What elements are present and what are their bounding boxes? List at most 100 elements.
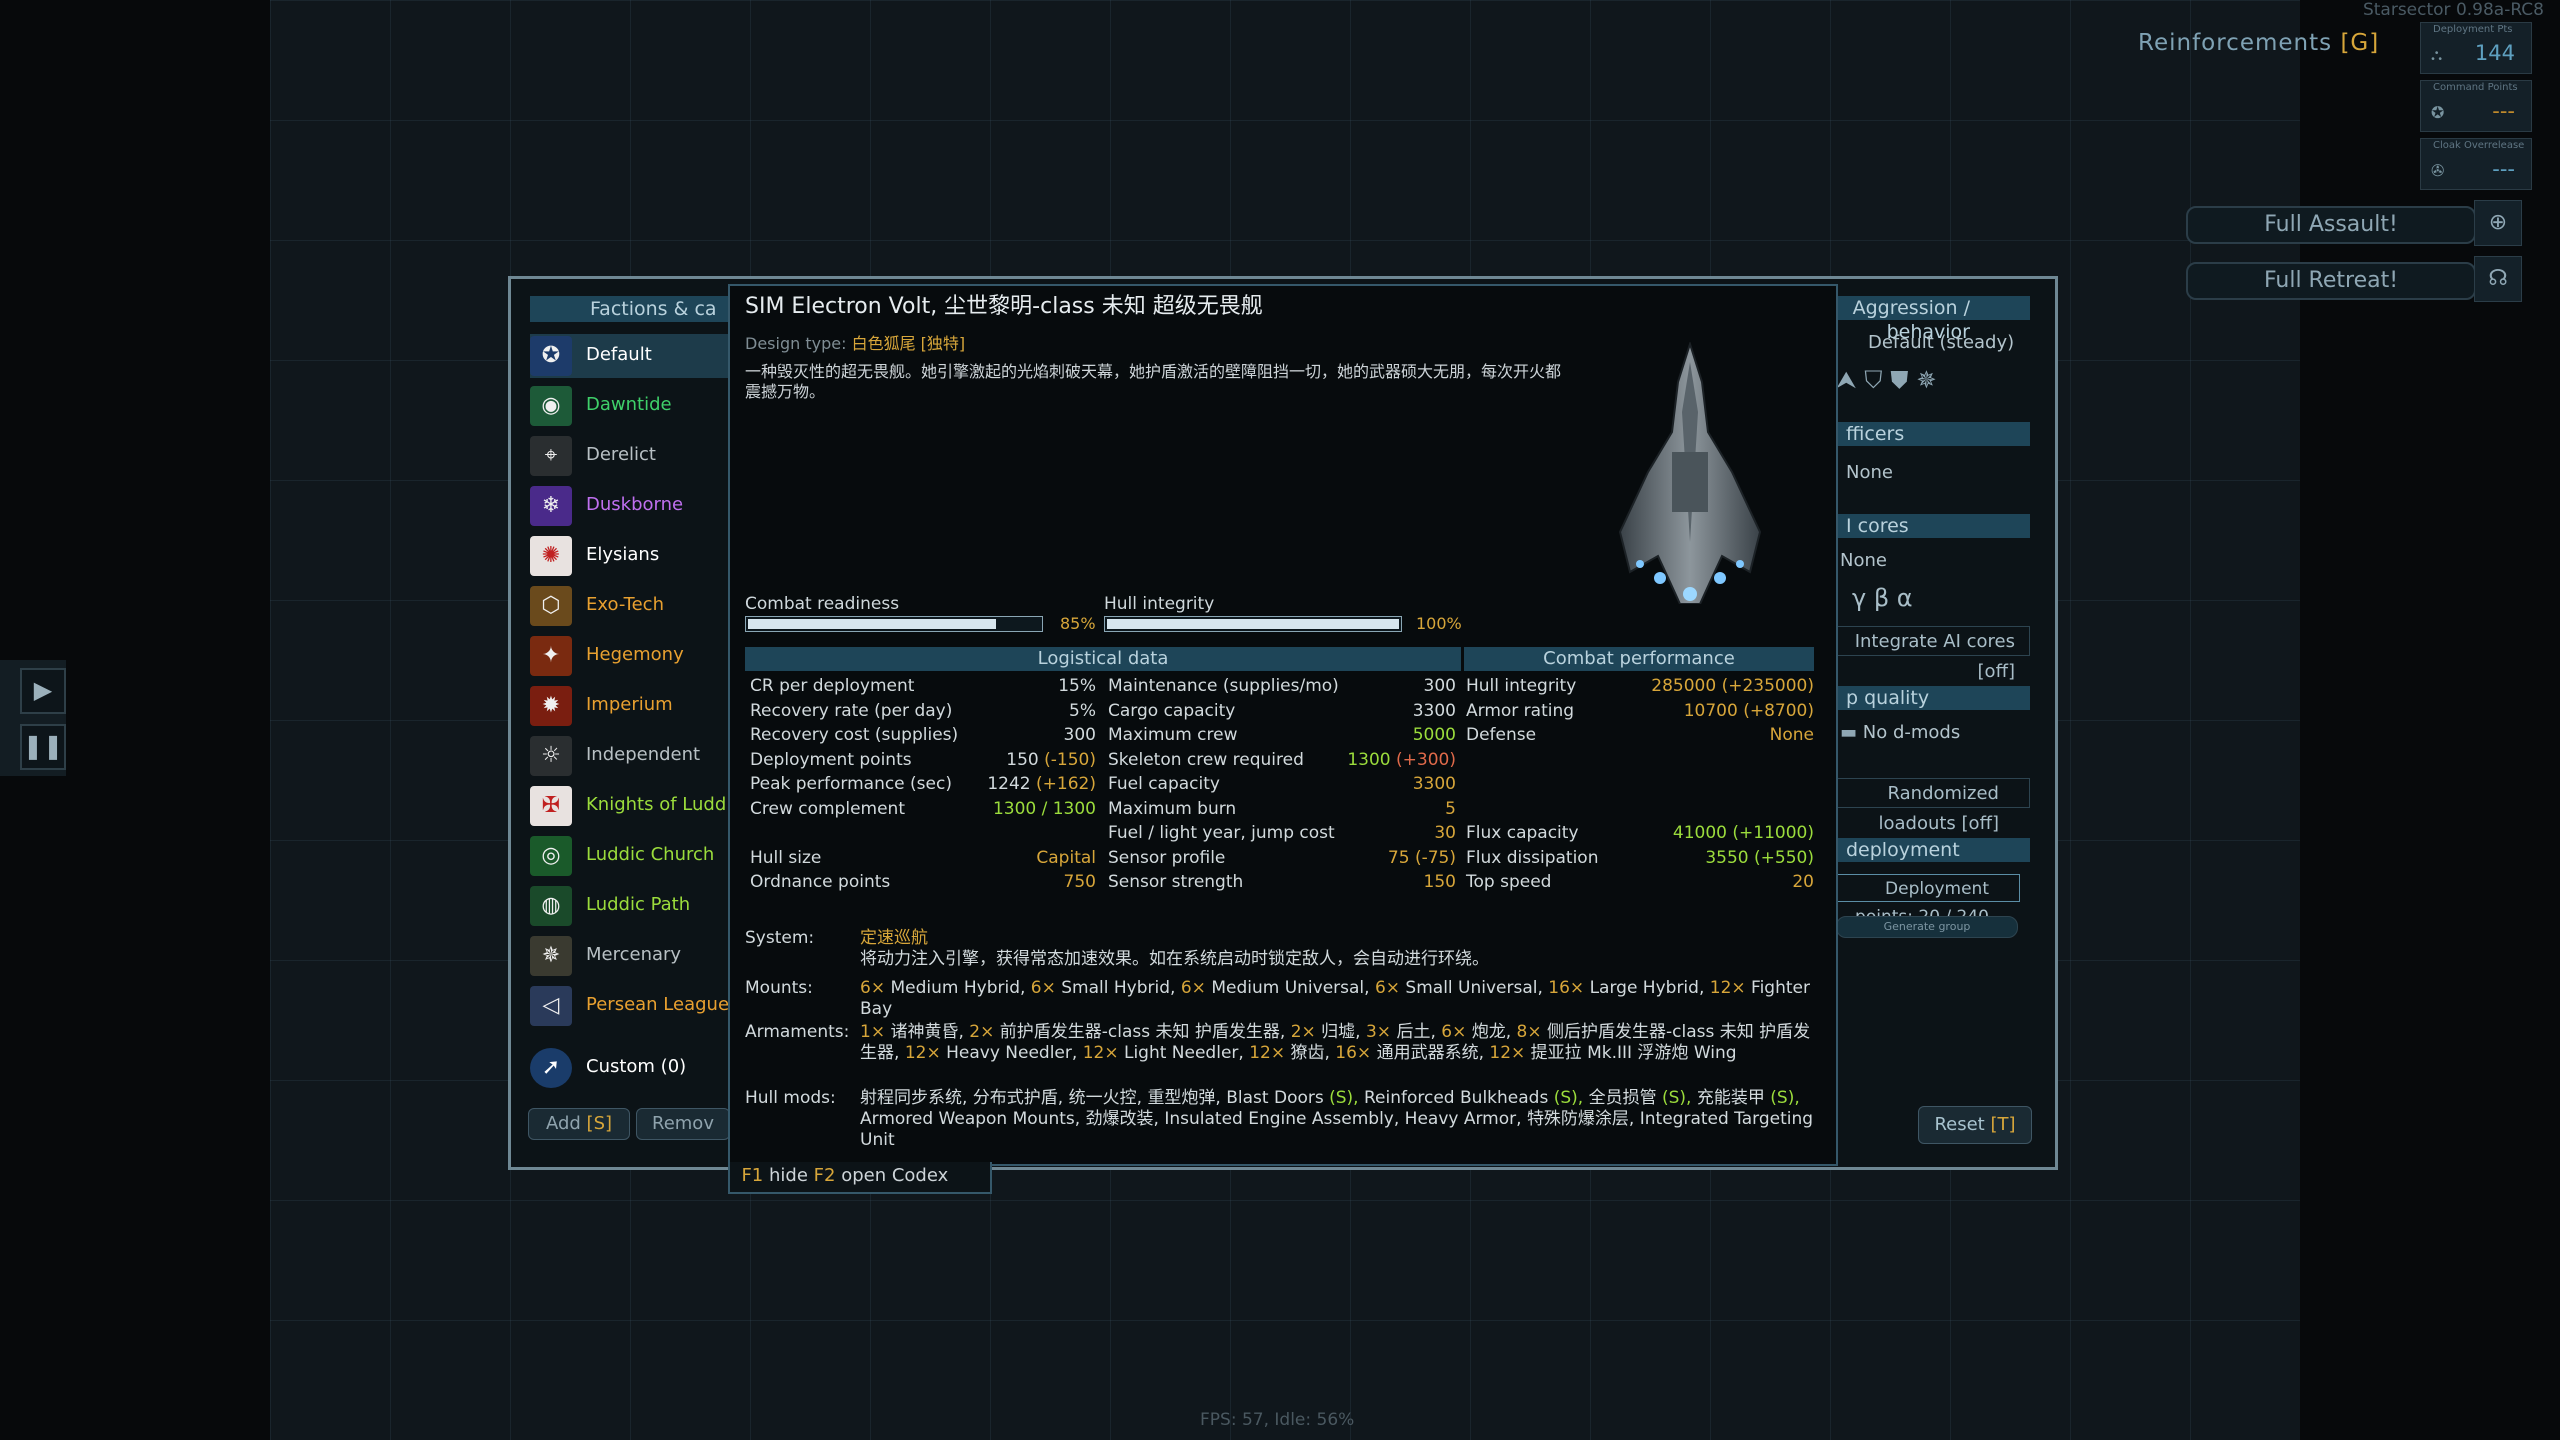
ship-tooltip xyxy=(728,284,1838,1166)
faction-custom[interactable]: ➚ Custom (0) xyxy=(530,1046,730,1090)
hullmods-text: 射程同步系统, 分布式护盾, 统一火控, 重型炮弹, Blast Doors (… xyxy=(860,1088,1814,1150)
hull-icon: ▬ xyxy=(1840,722,1858,743)
armaments-text: 1× 诸神黄昏, 2× 前护盾发生器-class 未知 护盾发生器, 2× 归墟… xyxy=(860,1022,1811,1063)
hull-integrity-bar xyxy=(1104,616,1402,632)
add-button[interactable]: Add [S] xyxy=(528,1108,630,1140)
full-assault-button[interactable]: Full Assault! xyxy=(2186,206,2476,244)
integrate-ai-toggle[interactable]: Integrate AI cores [off] xyxy=(1836,626,2030,682)
ai-cores-header: I cores xyxy=(1836,514,2030,538)
stat-value: 10700 (+8700) xyxy=(1683,700,1814,721)
stat-label: Hull size xyxy=(750,847,822,868)
faction-item[interactable]: ✠ Knights of Ludd xyxy=(530,784,730,828)
fleet-icon: ⛬ xyxy=(2431,45,2443,64)
aggression-value[interactable]: Default (steady) xyxy=(1868,332,2015,353)
shield-icon[interactable]: ⛉ xyxy=(1864,366,1891,394)
remove-button[interactable]: Remov xyxy=(636,1108,730,1140)
stat-label: Cargo capacity xyxy=(1108,700,1236,721)
faction-name: Dawntide xyxy=(586,394,672,415)
ship-description: 一种毁灭性的超无畏舰。她引擎激起的光焰刺破天幕，她护盾激活的壁障阻挡一切，她的武… xyxy=(745,362,1562,401)
compass-icon: ✵ xyxy=(530,936,572,976)
stat-label: CR per deployment xyxy=(750,676,915,696)
cross-icon: ✠ xyxy=(530,786,572,826)
pause-icon[interactable]: ❚❚ xyxy=(20,724,66,770)
deployment-points-field[interactable]: Deployment points: 20 / 240 xyxy=(1836,874,2020,927)
berserk-icon[interactable]: ✵ xyxy=(1916,366,1945,394)
stat-value: 1300 / 1300 xyxy=(992,798,1096,819)
assault-formation-icon[interactable]: ⊕ xyxy=(2474,200,2522,246)
path-icon: ◍ xyxy=(530,886,572,926)
faction-name: Imperium xyxy=(586,694,673,715)
randomized-loadouts-toggle[interactable]: Randomized loadouts [off] xyxy=(1836,778,2030,834)
stat-value: 15% xyxy=(1058,676,1096,696)
stat-label: Ordnance points xyxy=(750,872,891,892)
faction-name: Elysians xyxy=(586,544,660,565)
phoenix-icon: ✹ xyxy=(530,686,572,726)
faction-item[interactable]: ✪Default xyxy=(530,334,730,378)
stat-label: Defense xyxy=(1466,725,1537,745)
faction-item[interactable]: ◍Luddic Path xyxy=(530,884,730,928)
system-text: 定速巡航 将动力注入引擎，获得常态加速效果。如在系统启动时锁定敌人，会自动进行环… xyxy=(860,928,1489,969)
stat-label: Flux dissipation xyxy=(1466,847,1599,868)
faction-name: Exo-Tech xyxy=(586,594,664,615)
faction-item[interactable]: ✹ Imperium xyxy=(530,684,730,728)
stat-value: 30 xyxy=(1434,823,1456,843)
retreat-headset-icon[interactable]: ☊ xyxy=(2474,256,2522,302)
faction-item[interactable]: ✺Elysians xyxy=(530,534,730,578)
stat-label: Fuel / light year, jump cost xyxy=(1108,823,1335,843)
stat-value: 75 (-75) xyxy=(1387,847,1456,868)
stat-label: Recovery rate (per day) xyxy=(750,700,953,721)
faction-item[interactable]: ❄Duskborne xyxy=(530,484,730,528)
command-star-icon: ✪ xyxy=(2431,103,2445,122)
ring-icon: ☼ xyxy=(530,736,572,776)
faction-name: Independent xyxy=(586,744,701,765)
shield-solid-icon[interactable]: ⛊ xyxy=(1890,366,1917,394)
stat-value: 5000 xyxy=(1412,725,1456,745)
deployment-header: deployment xyxy=(1836,838,2030,862)
stat-value: 41000 (+11000) xyxy=(1672,823,1814,843)
faction-name: Knights of Ludd xyxy=(586,794,727,815)
officers-value[interactable]: None xyxy=(1846,462,1893,483)
faction-item[interactable]: ✦Hegemony xyxy=(530,634,730,678)
crosshair-icon: ⌖ xyxy=(530,436,572,476)
stat-label: Top speed xyxy=(1466,872,1552,892)
stat-label: Skeleton crew required xyxy=(1108,749,1304,770)
ai-core-selector[interactable]: γ β α xyxy=(1852,584,1913,612)
quality-header: p quality xyxy=(1836,686,2030,710)
quality-value[interactable]: ▬ No d-mods xyxy=(1840,722,1961,743)
combat-readiness-pct: 85% xyxy=(1060,614,1096,633)
faction-item[interactable]: ◁ Persean League xyxy=(530,984,730,1028)
factions-header: Factions & ca xyxy=(530,296,730,322)
reinforcements-label[interactable]: Reinforcements [G] xyxy=(2138,30,2380,56)
hullmods-label: Hull mods: xyxy=(745,1088,836,1108)
faction-item[interactable]: ⌖Derelict xyxy=(530,434,730,478)
snowflake-icon: ❄ xyxy=(530,486,572,526)
stat-label: Fuel capacity xyxy=(1108,774,1220,794)
globe-icon: ◉ xyxy=(530,386,572,426)
wing-icon: ◁ xyxy=(530,986,572,1026)
cloak-box: Cloak Overrelease ✇ --- xyxy=(2420,138,2532,190)
stat-value: 1300 (+300) xyxy=(1347,749,1456,770)
generate-group-button[interactable]: Generate group xyxy=(1836,916,2018,938)
full-retreat-button[interactable]: Full Retreat! xyxy=(2186,262,2476,300)
stat-label: Crew complement xyxy=(750,798,905,819)
faction-item[interactable]: ◎Luddic Church xyxy=(530,834,730,878)
stat-label: Maximum burn xyxy=(1108,798,1237,819)
stat-value: None xyxy=(1769,725,1814,745)
mounts-label: Mounts: xyxy=(745,978,813,998)
ai-cores-value[interactable]: None xyxy=(1840,550,1887,571)
version-label: Starsector 0.98a-RC8 xyxy=(2362,0,2544,20)
play-icon[interactable]: ▶ xyxy=(20,668,66,714)
faction-item[interactable]: ◉ Dawntide xyxy=(530,384,730,428)
faction-item[interactable]: ☼ Independent xyxy=(530,734,730,778)
faction-item[interactable]: ✵Mercenary xyxy=(530,934,730,978)
stat-label: Armor rating xyxy=(1466,700,1575,721)
faction-item[interactable]: ⬡Exo-Tech xyxy=(530,584,730,628)
stat-value: 300 xyxy=(1063,725,1096,745)
ship-sprite xyxy=(1618,342,1762,604)
reset-button[interactable]: Reset [T] xyxy=(1918,1106,2032,1144)
armaments-label: Armaments: xyxy=(745,1022,850,1042)
faction-name: Persean League xyxy=(586,994,730,1015)
behavior-icons[interactable]: ⮝⛉⛊✵ xyxy=(1836,366,1945,394)
arrow-icon[interactable]: ⮝ xyxy=(1836,366,1865,394)
playback-controls: ▶ ❚❚ xyxy=(0,660,66,776)
